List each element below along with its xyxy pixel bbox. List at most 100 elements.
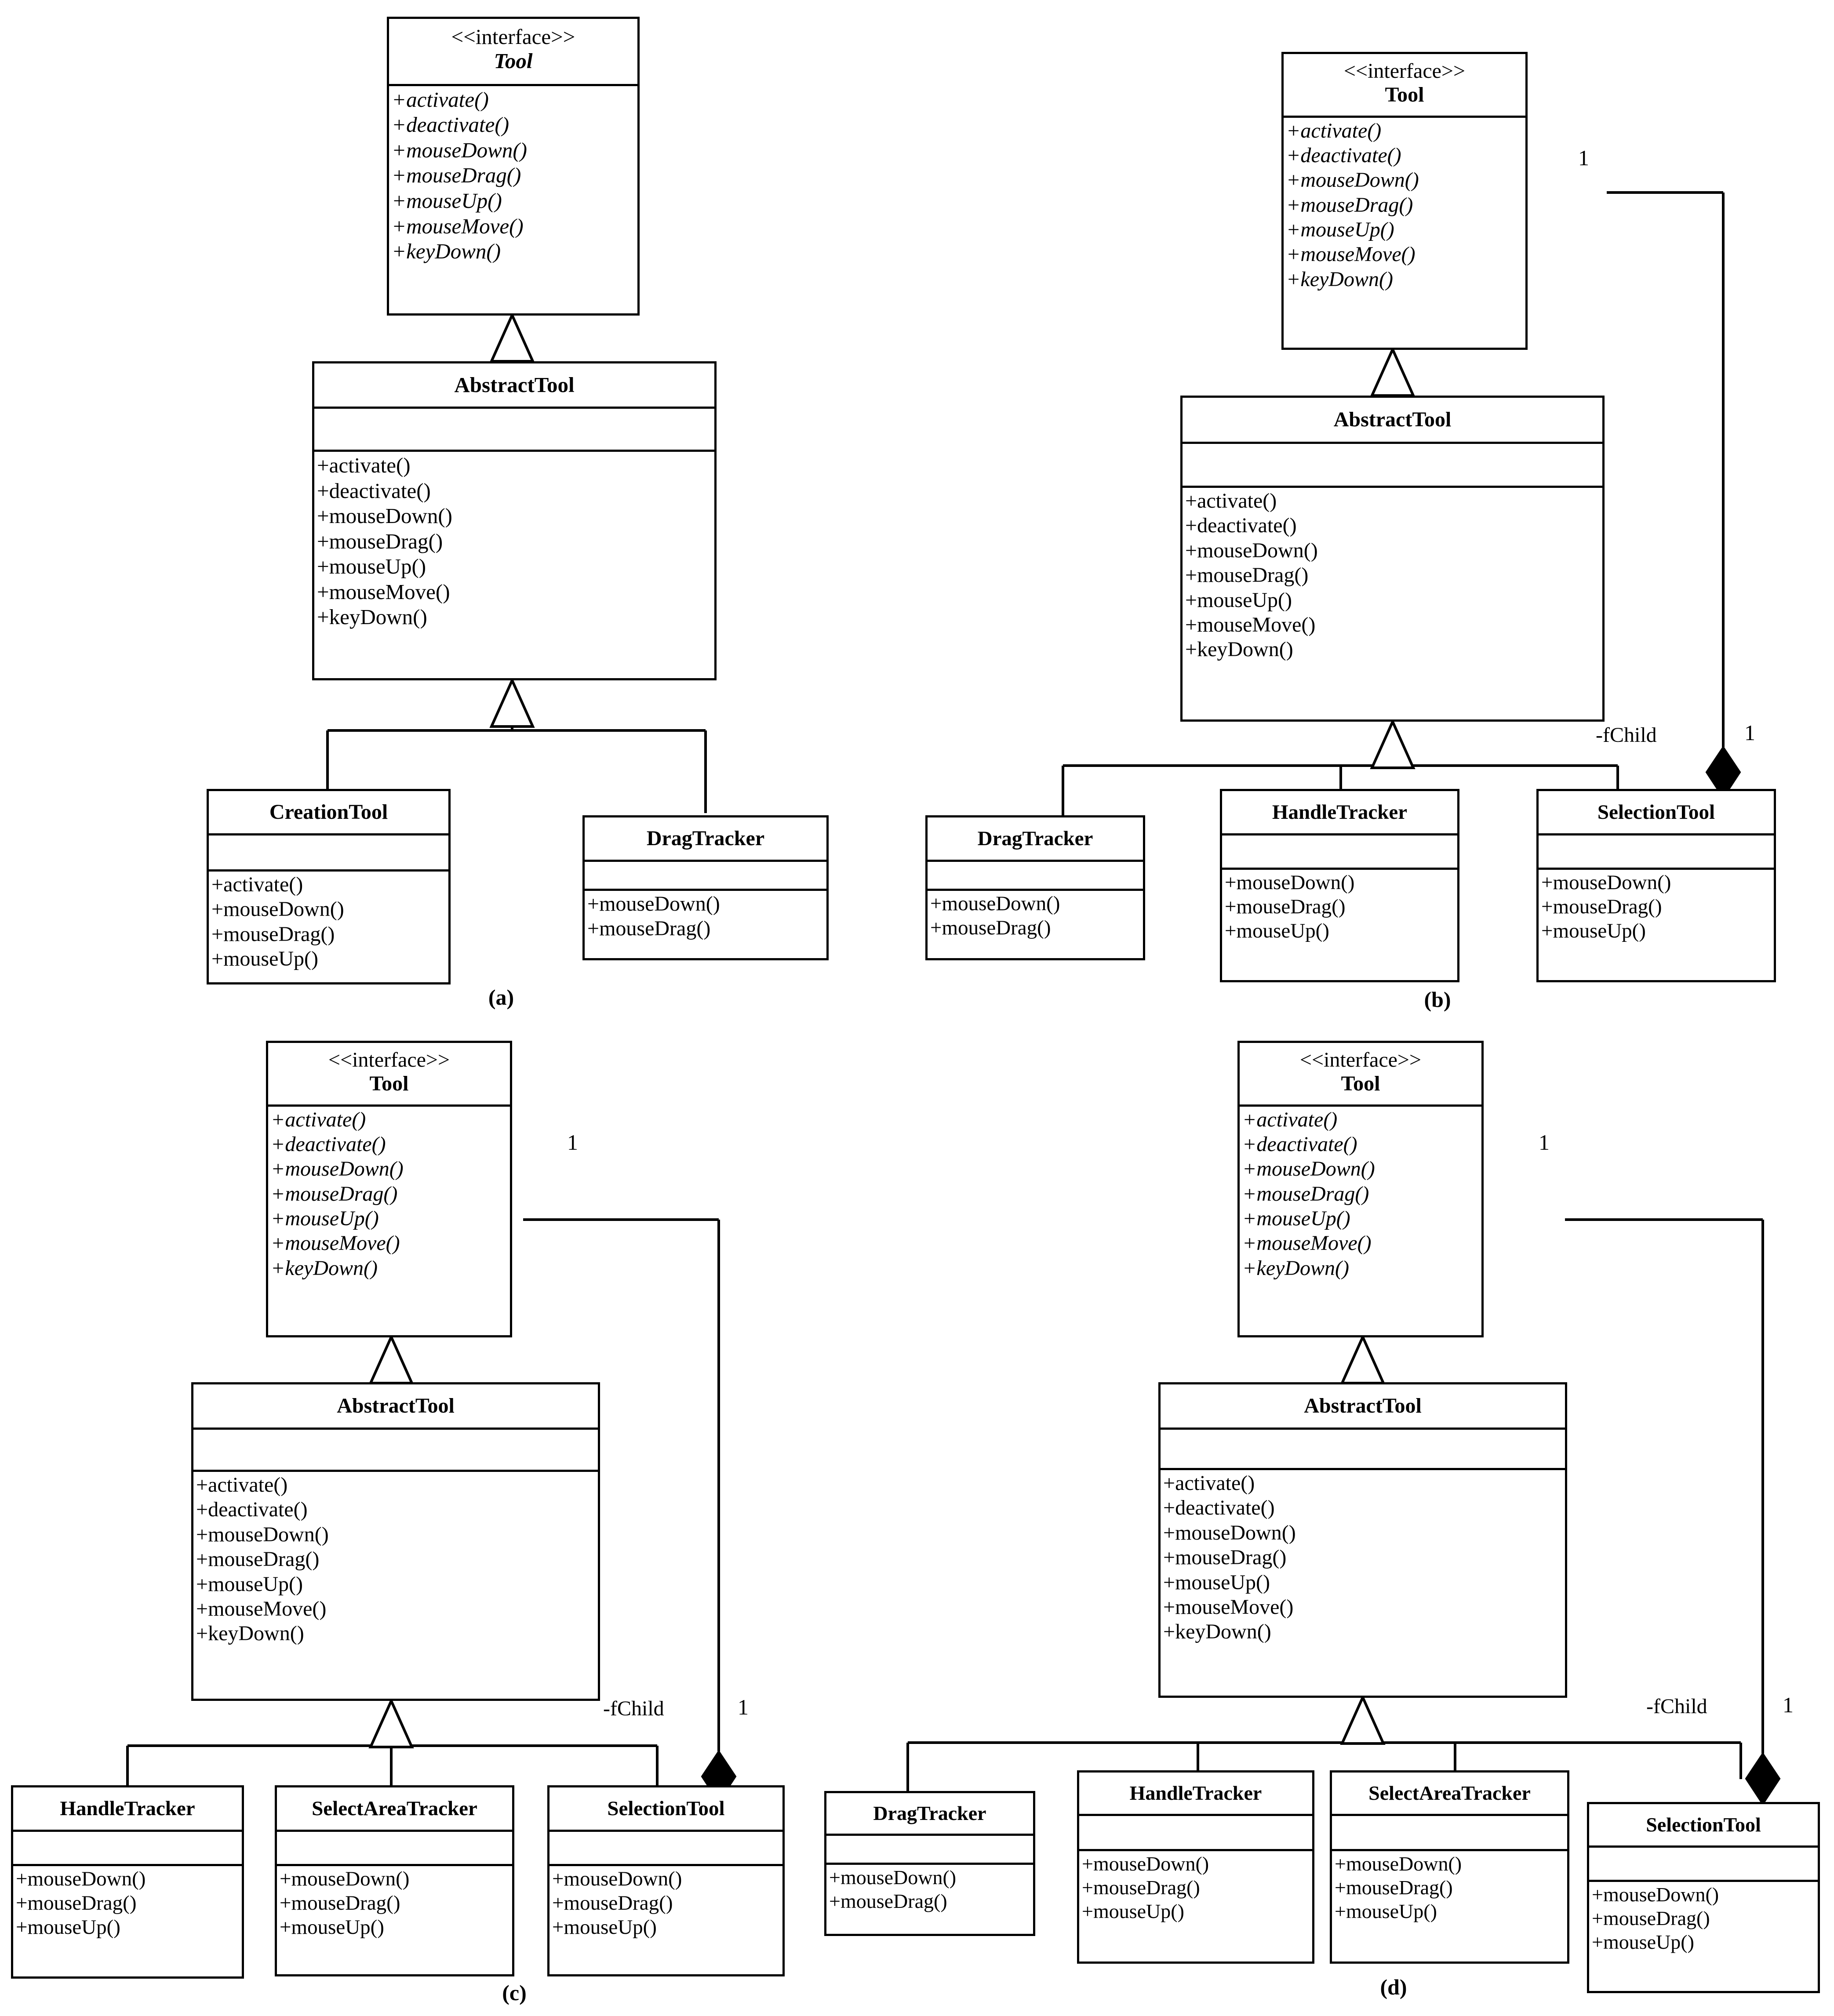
operation-item: +mouseUp() [1225, 919, 1329, 943]
attributes-compartment [1161, 1428, 1565, 1468]
generalization-arrow-d-tool [1340, 1333, 1386, 1384]
operations-compartment: +mouseDown() +mouseDrag() +mouseUp() [13, 1864, 242, 1941]
operation-item: +mouseUp() [1286, 218, 1394, 242]
class-name: Tool [494, 48, 533, 73]
operation-item: +keyDown() [1286, 267, 1393, 291]
class-box-tool-d[interactable]: <<interface>> Tool +activate() +deactiva… [1237, 1041, 1484, 1337]
class-name: AbstractTool [1333, 408, 1452, 431]
multiplicity-source-d: 1 [1539, 1130, 1550, 1155]
operation-item: +mouseUp() [1185, 588, 1292, 612]
operation-item: +mouseDown() [1163, 1521, 1296, 1544]
class-name: AbstractTool [454, 373, 575, 397]
class-stereotype: <<interface>> [451, 25, 575, 49]
class-box-dragtracker-a[interactable]: DragTracker +mouseDown() +mouseDrag() [582, 815, 829, 960]
operation-item: +mouseDrag() [1541, 895, 1662, 919]
class-box-selectareatracker-c[interactable]: SelectAreaTracker +mouseDown() +mouseDra… [275, 1785, 514, 1976]
class-box-abstracttool-d[interactable]: AbstractTool +activate() +deactivate() +… [1158, 1382, 1567, 1698]
class-box-handletracker-d[interactable]: HandleTracker +mouseDown() +mouseDrag() … [1077, 1770, 1314, 1964]
operation-item: +mouseDrag() [317, 529, 443, 553]
attributes-compartment [1079, 1814, 1312, 1849]
operation-item: +mouseDown() [1335, 1853, 1462, 1875]
operation-item: +mouseMove() [1286, 243, 1416, 266]
operation-item: +mouseDrag() [1335, 1876, 1453, 1899]
operation-item: +keyDown() [196, 1622, 304, 1645]
class-name: SelectionTool [607, 1797, 725, 1820]
operation-item: +mouseDown() [829, 1866, 957, 1889]
operation-item: +mouseUp() [211, 947, 319, 971]
class-box-creationtool-a[interactable]: CreationTool +activate() +mouseDown() +m… [207, 789, 451, 984]
operations-compartment: +mouseDown() +mouseDrag() +mouseUp() [1222, 868, 1457, 944]
generalization-arrow-a-abstract [489, 677, 535, 728]
multiplicity-target-d: 1 [1783, 1693, 1794, 1717]
class-name: AbstractTool [337, 1394, 455, 1417]
operation-item: +mouseDrag() [280, 1892, 400, 1915]
class-name: DragTracker [873, 1802, 986, 1824]
operation-item: +mouseUp() [1335, 1900, 1437, 1923]
operations-compartment: +activate() +deactivate() +mouseDown() +… [1183, 486, 1602, 663]
operation-item: +mouseDrag() [1163, 1546, 1287, 1569]
operation-item: +mouseUp() [196, 1572, 303, 1596]
operation-item: +mouseDown() [552, 1867, 682, 1890]
operation-item: +mouseDown() [280, 1867, 410, 1890]
operation-item: +deactivate() [196, 1498, 308, 1522]
class-box-tool-a[interactable]: <<interface>> Tool +activate() +deactiva… [387, 17, 640, 316]
operation-item: +mouseDown() [211, 897, 344, 921]
operation-item: +mouseDrag() [587, 917, 711, 941]
operations-compartment: +mouseDown() +mouseDrag() +mouseUp() [277, 1864, 512, 1941]
class-box-dragtracker-d[interactable]: DragTracker +mouseDown() +mouseDrag() [824, 1791, 1035, 1936]
operation-item: +keyDown() [271, 1256, 378, 1280]
operation-item: +mouseDrag() [552, 1892, 673, 1915]
class-name: SelectAreaTracker [1368, 1782, 1531, 1804]
attributes-compartment [549, 1830, 782, 1864]
operation-item: +activate() [211, 873, 303, 896]
generalization-arrow-a-tool [489, 312, 535, 363]
role-label-b: -fChild [1596, 723, 1657, 747]
class-stereotype: <<interface>> [1299, 1048, 1422, 1072]
multiplicity-target-b: 1 [1744, 720, 1755, 745]
operation-item: +mouseUp() [16, 1916, 120, 1939]
attributes-compartment [1539, 833, 1774, 868]
operations-compartment: +mouseDown() +mouseDrag() +mouseUp() [1539, 868, 1774, 944]
generalization-arrow-c-abstract [368, 1697, 414, 1748]
operations-compartment: +mouseDown() +mouseDrag() +mouseUp() [1589, 1880, 1818, 1955]
operation-item: +mouseDrag() [1185, 563, 1309, 587]
class-box-handletracker-c[interactable]: HandleTracker +mouseDown() +mouseDrag() … [11, 1785, 244, 1979]
class-name: DragTracker [646, 827, 765, 850]
class-box-tool-c[interactable]: <<interface>> Tool +activate() +deactiva… [266, 1041, 512, 1337]
operation-item: +mouseDrag() [1225, 895, 1346, 919]
class-box-selectiontool-b[interactable]: SelectionTool +mouseDown() +mouseDrag() … [1536, 789, 1776, 982]
class-box-selectiontool-c[interactable]: SelectionTool +mouseDown() +mouseDrag() … [547, 1785, 785, 1976]
operation-item: +mouseMove() [392, 214, 524, 238]
operation-item: +deactivate() [271, 1132, 386, 1156]
operation-item: +keyDown() [392, 239, 501, 264]
operations-compartment: +mouseDown() +mouseDrag() +mouseUp() [1332, 1849, 1567, 1924]
class-name: CreationTool [269, 800, 388, 824]
role-label-c: -fChild [603, 1697, 664, 1720]
operation-item: +mouseUp() [1082, 1900, 1184, 1923]
operation-item: +mouseDown() [1185, 538, 1318, 562]
operation-item: +mouseDrag() [196, 1547, 320, 1571]
attributes-compartment [1332, 1814, 1567, 1849]
class-box-abstracttool-a[interactable]: AbstractTool +activate() +deactivate() +… [312, 361, 717, 680]
operation-item: +mouseUp() [317, 554, 426, 579]
class-box-abstracttool-c[interactable]: AbstractTool +activate() +deactivate() +… [191, 1382, 600, 1701]
class-box-selectiontool-d[interactable]: SelectionTool +mouseDown() +mouseDrag() … [1587, 1802, 1820, 1993]
operation-item: +mouseDown() [587, 892, 720, 915]
operation-item: +mouseMove() [1185, 613, 1316, 636]
operation-item: +mouseDown() [930, 892, 1060, 915]
attributes-compartment [314, 407, 714, 450]
operation-item: +activate() [1242, 1108, 1338, 1131]
operation-item: +mouseDrag() [829, 1890, 947, 1913]
multiplicity-target-c: 1 [738, 1695, 749, 1719]
operations-compartment: +mouseDown() +mouseDrag() +mouseUp() [549, 1864, 782, 1941]
panel-caption-a: (a) [488, 985, 514, 1010]
operation-item: +deactivate() [392, 113, 509, 137]
class-box-tool-b[interactable]: <<interface>> Tool +activate() +deactiva… [1281, 52, 1528, 350]
class-box-dragtracker-b[interactable]: DragTracker +mouseDown() +mouseDrag() [925, 815, 1145, 960]
class-name: Tool [1385, 83, 1424, 106]
operation-item: +mouseDrag() [1082, 1876, 1200, 1899]
class-name: SelectionTool [1597, 801, 1715, 824]
class-box-handletracker-b[interactable]: HandleTracker +mouseDown() +mouseDrag() … [1220, 789, 1459, 982]
class-box-abstracttool-b[interactable]: AbstractTool +activate() +deactivate() +… [1180, 396, 1605, 722]
class-box-selectareatracker-d[interactable]: SelectAreaTracker +mouseDown() +mouseDra… [1330, 1770, 1569, 1964]
